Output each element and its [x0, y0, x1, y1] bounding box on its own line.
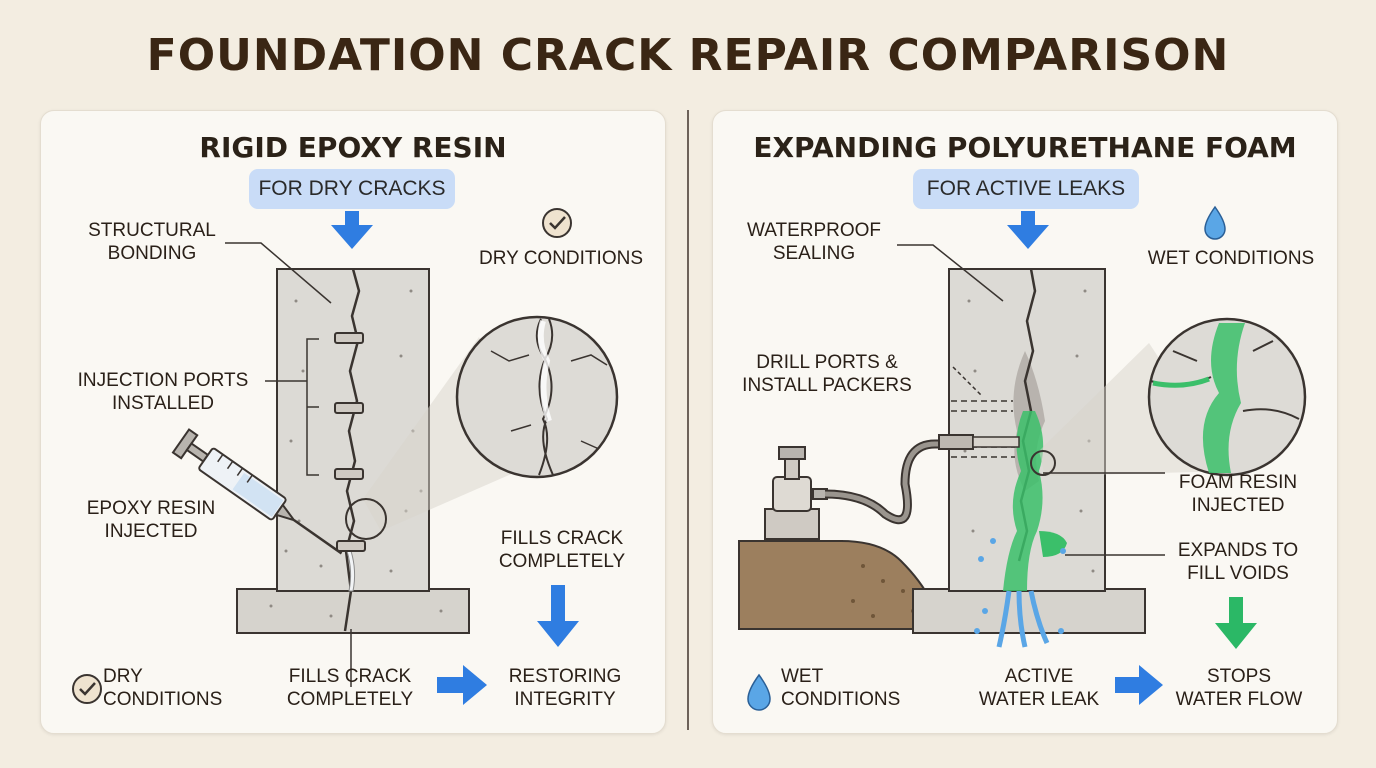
- injection-hose: [824, 439, 941, 525]
- epoxy-title: RIGID EPOXY RESIN: [199, 131, 507, 164]
- pump-icon: [764, 446, 828, 540]
- arrow-down-icon: [1215, 597, 1257, 649]
- foam-panel: EXPANDING POLYURETHANE FOAM FOR ACTIVE L…: [712, 110, 1338, 734]
- water-drop-icon: [747, 673, 771, 711]
- page-title: FOUNDATION CRACK REPAIR COMPARISON: [146, 30, 1230, 81]
- footing-slab: [912, 588, 1146, 634]
- injection-port: [334, 402, 364, 414]
- active-leaks-badge: FOR ACTIVE LEAKS: [913, 169, 1139, 209]
- arrow-down-icon: [537, 585, 579, 647]
- packer-nozzle: [938, 434, 974, 450]
- wet-conditions-label: WET CONDITIONS: [1147, 248, 1315, 269]
- dry-conditions-label: DRY CONDITIONS: [479, 248, 643, 269]
- injection-port: [334, 332, 364, 344]
- arrow-down-icon: [331, 211, 373, 249]
- arrow-right-icon: [437, 665, 487, 705]
- drill-ports-label: DRILL PORTS &INSTALL PACKERS: [742, 352, 912, 396]
- center-divider: [687, 110, 689, 730]
- epoxy-panel: RIGID EPOXY RESIN FOR DRY CRACKS STRUCTU…: [40, 110, 666, 734]
- injection-port: [336, 540, 366, 552]
- dry-cracks-badge: FOR DRY CRACKS: [249, 169, 455, 209]
- epoxy-illustration: [72, 208, 619, 705]
- soil-ground: [738, 540, 932, 630]
- injection-port: [334, 468, 364, 480]
- check-circle-icon: [542, 208, 572, 238]
- syringe-icon: [171, 428, 343, 555]
- footing-slab: [236, 588, 470, 634]
- magnifier-icon: [1030, 317, 1307, 477]
- foam-title: EXPANDING POLYURETHANE FOAM: [753, 131, 1297, 164]
- arrow-right-icon: [1115, 665, 1163, 705]
- foam-illustration: [738, 205, 1307, 711]
- check-circle-icon: [72, 674, 102, 704]
- magnifier-icon: [345, 315, 619, 540]
- arrow-down-icon: [1007, 211, 1049, 249]
- water-drop-icon: [1204, 205, 1226, 240]
